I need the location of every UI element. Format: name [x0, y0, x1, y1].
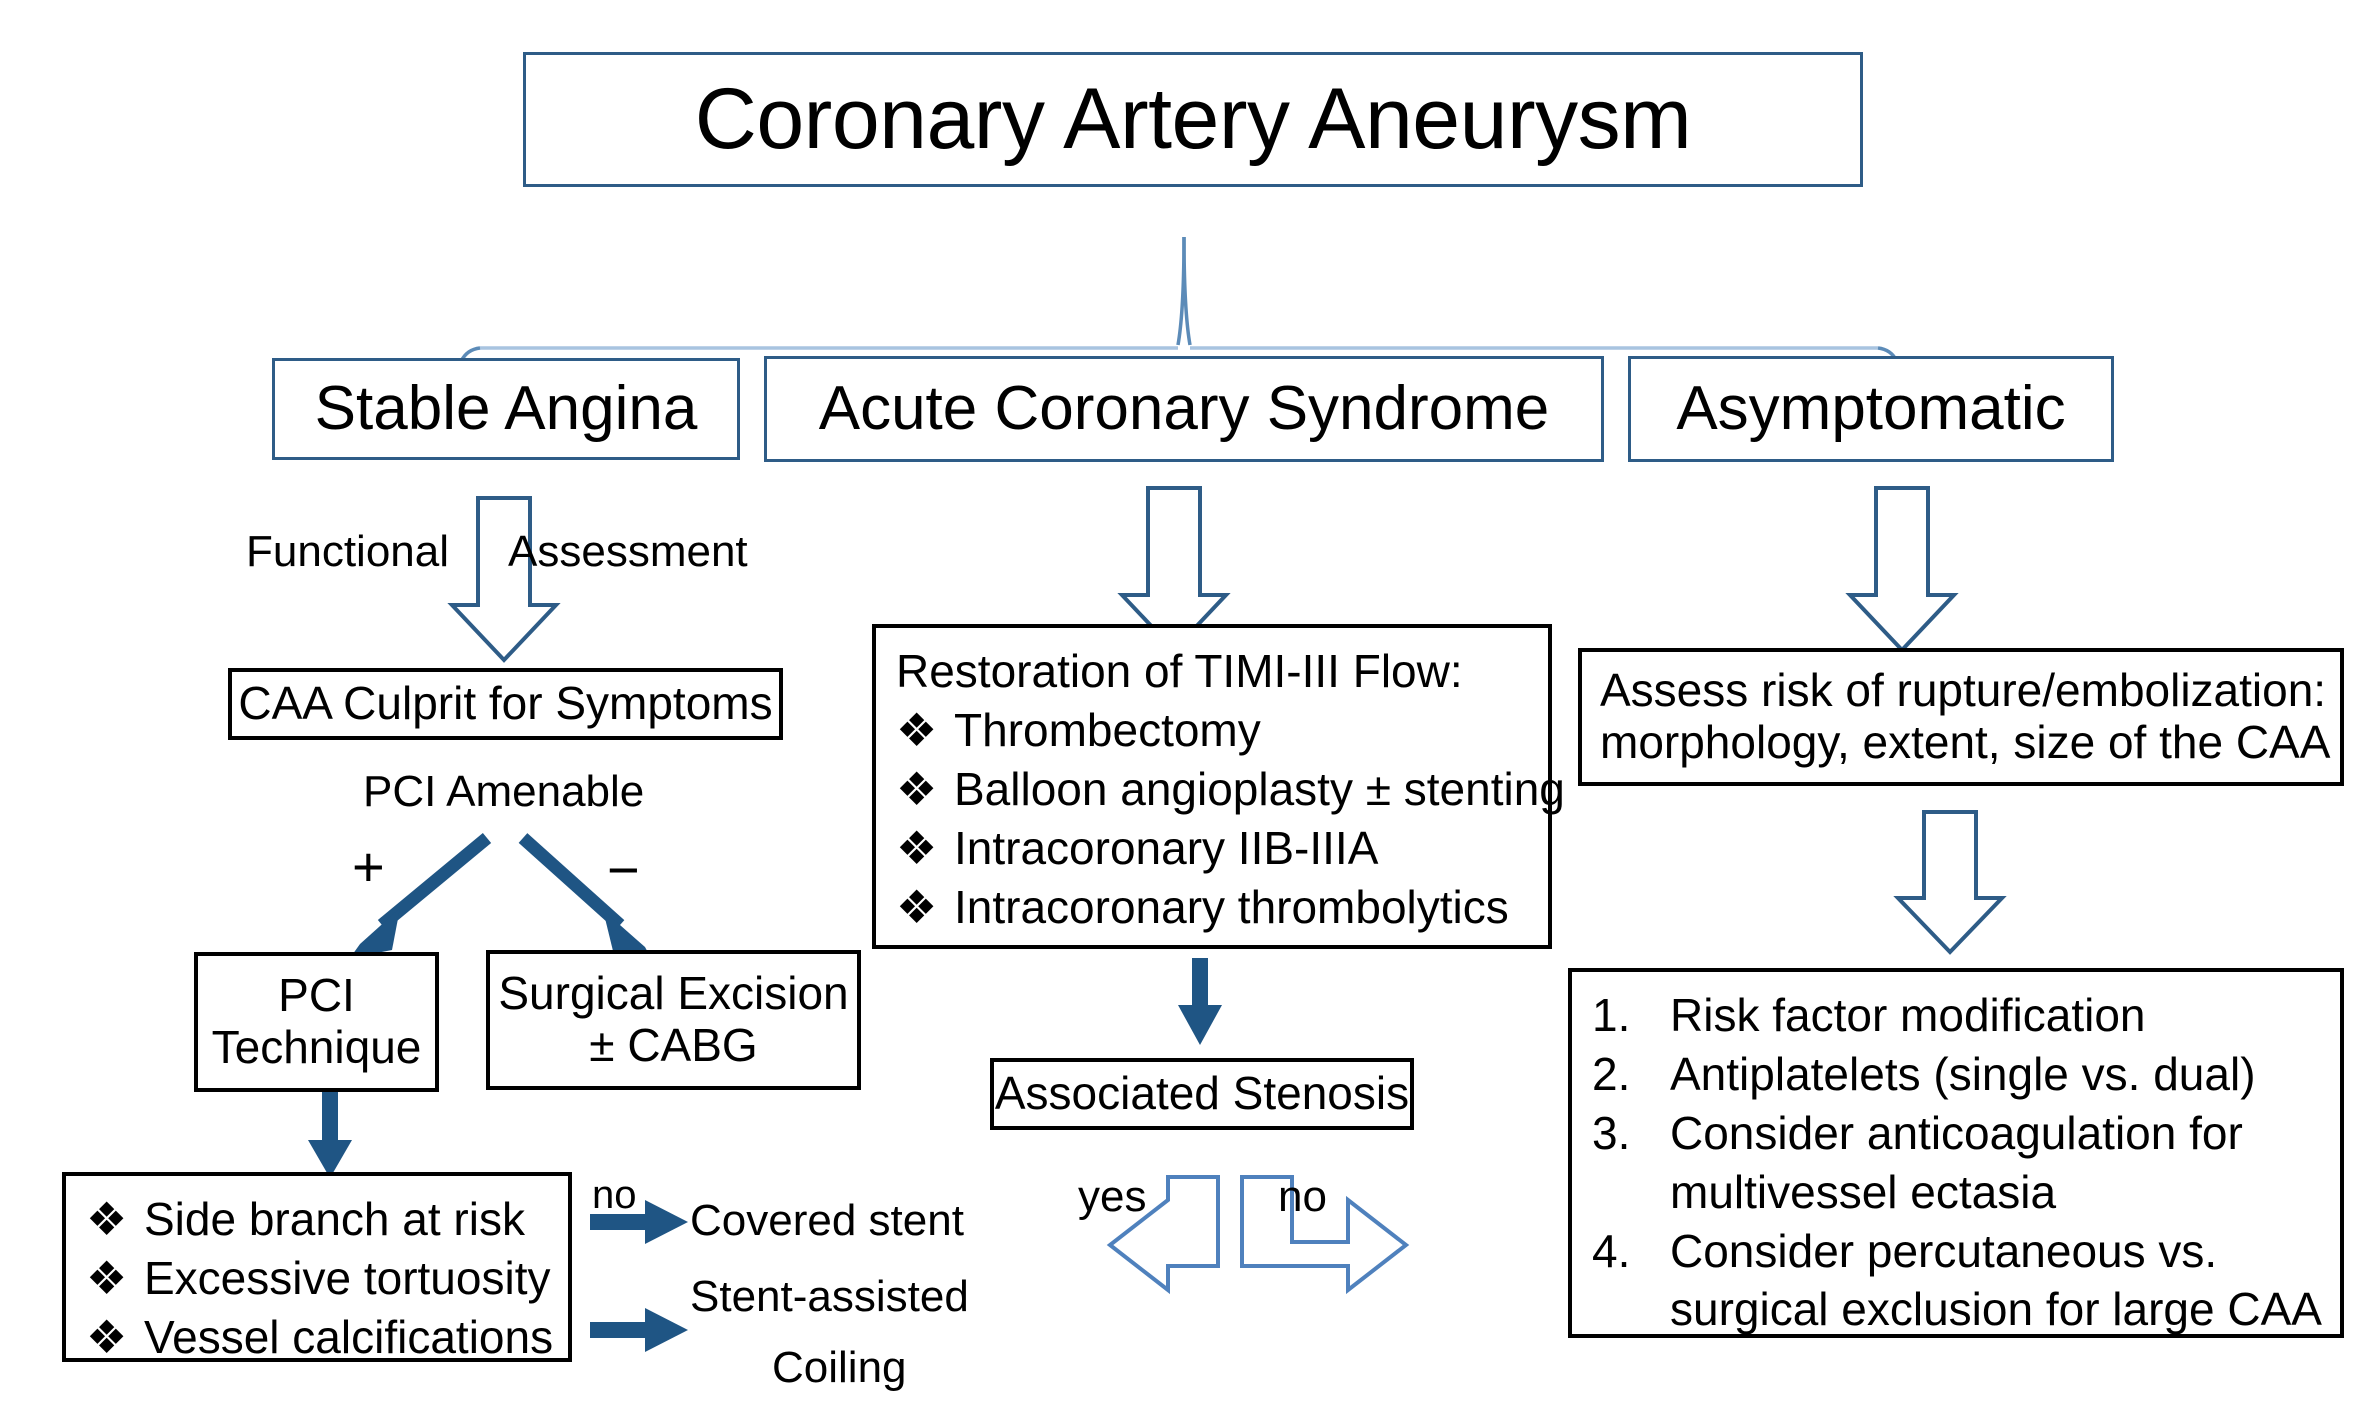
list-item: ❖ Intracoronary IIB-IIIA: [896, 819, 1530, 878]
hollow-arrow-functional-assessment: [447, 496, 561, 663]
diamond-bullet-icon: ❖: [896, 703, 938, 756]
risk-factor-text: Excessive tortuosity: [144, 1251, 551, 1304]
surgical-excision-line1: Surgical Excision: [498, 967, 849, 1020]
management-item-text: Risk factor modification: [1670, 989, 2146, 1041]
minus-sign-label: −: [607, 838, 640, 901]
risk-factor-text: Vessel calcifications: [144, 1310, 554, 1363]
solid-arrow-stent-coiling: [590, 1308, 688, 1352]
management-item-text-wrap: multivessel ectasia: [1670, 1165, 2057, 1218]
assess-risk-line2: morphology, extent, size of the CAA: [1600, 716, 2331, 768]
plus-sign-label: +: [352, 835, 385, 898]
diamond-bullet-icon: ❖: [896, 880, 938, 933]
diamond-bullet-icon: ❖: [86, 1251, 128, 1304]
pci-technique-line2: Technique: [211, 1021, 422, 1073]
covered-stent-label: Covered stent: [690, 1196, 964, 1245]
surgical-excision-box[interactable]: Surgical Excision ± CABG: [486, 950, 861, 1090]
surgical-excision-line2: ± CABG: [589, 1019, 758, 1071]
diamond-bullet-icon: ❖: [896, 821, 938, 874]
diamond-bullet-icon: ❖: [86, 1310, 128, 1363]
no-label-acs: no: [1278, 1172, 1327, 1221]
category-box-asymptomatic[interactable]: Asymptomatic: [1628, 356, 2114, 462]
assess-risk-line1: Assess risk of rupture/embolization:: [1600, 664, 2327, 717]
management-item-text-wrap: surgical exclusion for large CAA: [1670, 1283, 2322, 1336]
diamond-bullet-icon: ❖: [86, 1193, 128, 1245]
management-item-text: Consider percutaneous vs.: [1670, 1224, 2218, 1277]
list-item: ❖ Excessive tortuosity: [86, 1249, 550, 1308]
page-title: Coronary Artery Aneurysm: [523, 52, 1863, 187]
list-number: 4.: [1592, 1224, 1631, 1277]
assessment-label: Assessment: [508, 527, 748, 576]
management-item-text: Antiplatelets (single vs. dual): [1670, 1047, 2256, 1100]
risk-factor-text: Side branch at risk: [144, 1193, 525, 1245]
list-number: 2.: [1592, 1047, 1631, 1100]
list-item: 2. Antiplatelets (single vs. dual): [1592, 1045, 2322, 1104]
stent-assisted-label-line1: Stent-assisted: [690, 1272, 969, 1321]
solid-arrow-pci-technique: [308, 1090, 352, 1178]
list-item: ❖ Thrombectomy: [896, 701, 1530, 760]
list-item-continuation: surgical exclusion for large CAA: [1592, 1280, 2322, 1339]
management-item-text: Consider anticoagulation for: [1670, 1106, 2243, 1159]
caa-culprit-box[interactable]: CAA Culprit for Symptoms: [228, 668, 783, 740]
list-number: 1.: [1592, 989, 1631, 1041]
restoration-item-text: Intracoronary thrombolytics: [954, 880, 1509, 933]
list-item-continuation: multivessel ectasia: [1592, 1163, 2322, 1222]
list-number: 3.: [1592, 1106, 1631, 1159]
functional-label: Functional: [246, 527, 450, 576]
restoration-timi-flow-box[interactable]: Restoration of TIMI-III Flow: ❖ Thrombec…: [872, 624, 1565, 949]
category-box-acute-coronary-syndrome[interactable]: Acute Coronary Syndrome: [764, 356, 1604, 462]
pci-risk-factors-box[interactable]: ❖ Side branch at risk ❖ Excessive tortuo…: [62, 1172, 572, 1363]
list-item: ❖ Side branch at risk: [86, 1190, 550, 1249]
hollow-arrow-asymptomatic: [1845, 486, 1959, 653]
restoration-item-text: Balloon angioplasty ± stenting: [954, 762, 1565, 815]
assess-risk-box[interactable]: Assess risk of rupture/embolization: mor…: [1578, 648, 2344, 786]
restoration-heading: Restoration of TIMI-III Flow:: [896, 645, 1463, 697]
restoration-item-text: Intracoronary IIB-IIIA: [954, 821, 1379, 874]
diamond-bullet-icon: ❖: [896, 762, 938, 815]
pci-technique-line1: PCI: [278, 969, 355, 1022]
restoration-item-text: Thrombectomy: [954, 703, 1261, 756]
category-box-stable-angina[interactable]: Stable Angina: [272, 358, 740, 460]
yes-label-acs: yes: [1078, 1172, 1147, 1221]
solid-arrow-associated-stenosis: [1178, 958, 1222, 1045]
stent-assisted-label-line2: Coiling: [772, 1343, 907, 1392]
list-item: ❖ Intracoronary thrombolytics: [896, 878, 1530, 937]
hollow-arrow-management: [1893, 810, 2007, 955]
no-label-left-branch: no: [592, 1173, 637, 1217]
list-item: ❖ Balloon angioplasty ± stenting: [896, 760, 1565, 819]
list-item: 1. Risk factor modification: [1592, 986, 2322, 1045]
pci-technique-box[interactable]: PCI Technique: [194, 952, 439, 1092]
pci-amenable-label: PCI Amenable: [363, 767, 645, 816]
list-item: ❖ Vessel calcifications: [86, 1308, 554, 1367]
asymptomatic-management-box[interactable]: 1. Risk factor modification 2. Antiplate…: [1568, 968, 2344, 1338]
associated-stenosis-box[interactable]: Associated Stenosis: [990, 1058, 1414, 1130]
list-item: 4. Consider percutaneous vs.: [1592, 1222, 2322, 1281]
list-item: 3. Consider anticoagulation for: [1592, 1104, 2322, 1163]
